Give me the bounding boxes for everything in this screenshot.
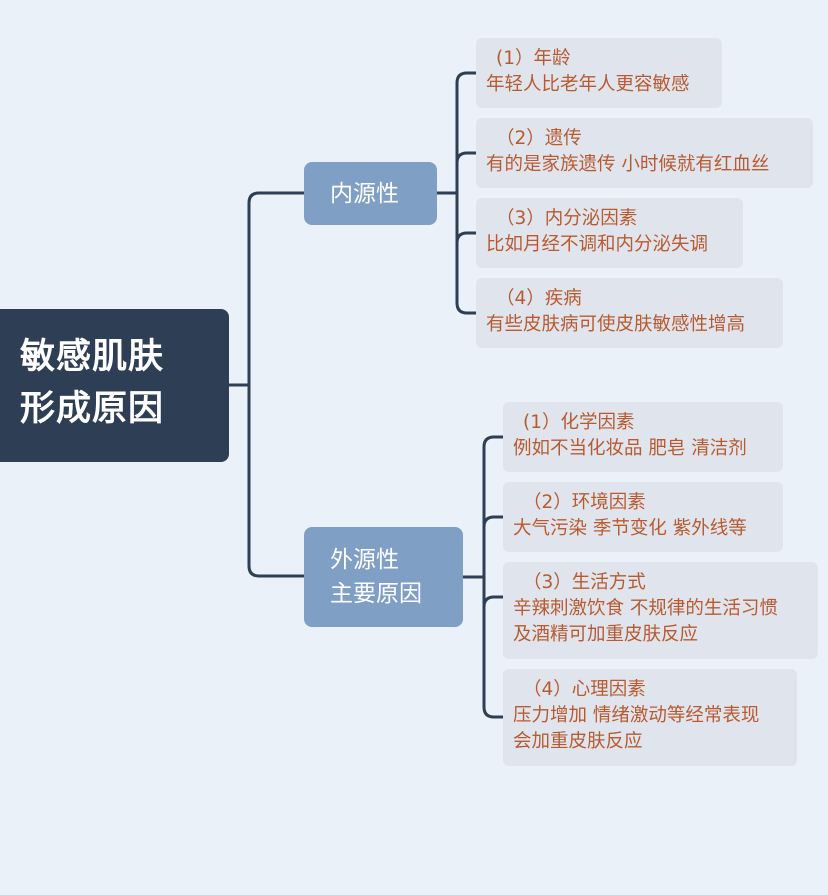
leaf-title: （2）环境因素 [523, 492, 646, 513]
branch-external: 外源性 主要原因 [304, 527, 463, 627]
branch-internal: 内源性 [304, 162, 437, 225]
root-node: 敏感肌肤 形成原因 [0, 309, 229, 462]
leaf-title: （3）生活方式 [523, 572, 646, 593]
leaf-desc: 有些皮肤病可使皮肤敏感性增高 [486, 314, 746, 335]
leaf-desc: 比如月经不调和内分泌失调 [486, 234, 709, 255]
leaf-desc: 例如不当化妆品 肥皂 清洁剂 [513, 438, 747, 459]
leaf-title: （4）疾病 [496, 288, 582, 309]
leaf-age: (1）年龄 年轻人比老年人更容敏感 [476, 38, 722, 108]
leaf-desc: 年轻人比老年人更容敏感 [486, 74, 690, 95]
external-leaf-link-3 [482, 595, 505, 609]
internal-leaf-link-3 [455, 231, 478, 245]
leaf-desc: 大气污染 季节变化 紫外线等 [513, 518, 747, 539]
leaf-title: （3）内分泌因素 [496, 208, 638, 229]
branch-label: 内源性 [330, 180, 399, 207]
root-title-line-2: 形成原因 [20, 389, 165, 429]
leaf-title: （4）心理因素 [523, 679, 646, 700]
leaf-desc-line-1: 辛辣刺激饮食 不规律的生活习惯 [513, 598, 778, 619]
internal-spine [455, 71, 469, 315]
leaf-endocrine: （3）内分泌因素 比如月经不调和内分泌失调 [476, 198, 743, 268]
leaf-desc-line-1: 压力增加 情绪激动等经常表现 [513, 705, 760, 726]
leaf-disease: （4）疾病 有些皮肤病可使皮肤敏感性增高 [476, 278, 783, 348]
leaf-desc-line-2: 及酒精可加重皮肤反应 [513, 624, 699, 645]
branch-label-line-1: 外源性 [330, 547, 399, 573]
leaf-psychological: （4）心理因素 压力增加 情绪激动等经常表现 会加重皮肤反应 [503, 669, 797, 766]
leaf-desc: 有的是家族遗传 小时候就有红血丝 [486, 154, 770, 175]
leaf-title: (1）年龄 [496, 48, 571, 69]
external-leaf-link-2 [482, 515, 505, 529]
leaf-lifestyle: （3）生活方式 辛辣刺激饮食 不规律的生活习惯 及酒精可加重皮肤反应 [503, 562, 818, 659]
leaf-desc-line-2: 会加重皮肤反应 [513, 731, 643, 752]
root-title-line-1: 敏感肌肤 [20, 337, 165, 377]
internal-leaf-link-2 [455, 151, 478, 165]
branch-label-line-2: 主要原因 [330, 581, 422, 607]
external-spine [482, 435, 496, 719]
leaf-heredity: （2）遗传 有的是家族遗传 小时候就有红血丝 [476, 118, 813, 188]
leaf-title: (1）化学因素 [523, 412, 635, 433]
leaf-title: （2）遗传 [496, 128, 582, 149]
leaf-chemical: (1）化学因素 例如不当化妆品 肥皂 清洁剂 [503, 402, 783, 472]
leaf-environment: （2）环境因素 大气污染 季节变化 紫外线等 [503, 482, 783, 552]
root-spine [247, 191, 261, 578]
